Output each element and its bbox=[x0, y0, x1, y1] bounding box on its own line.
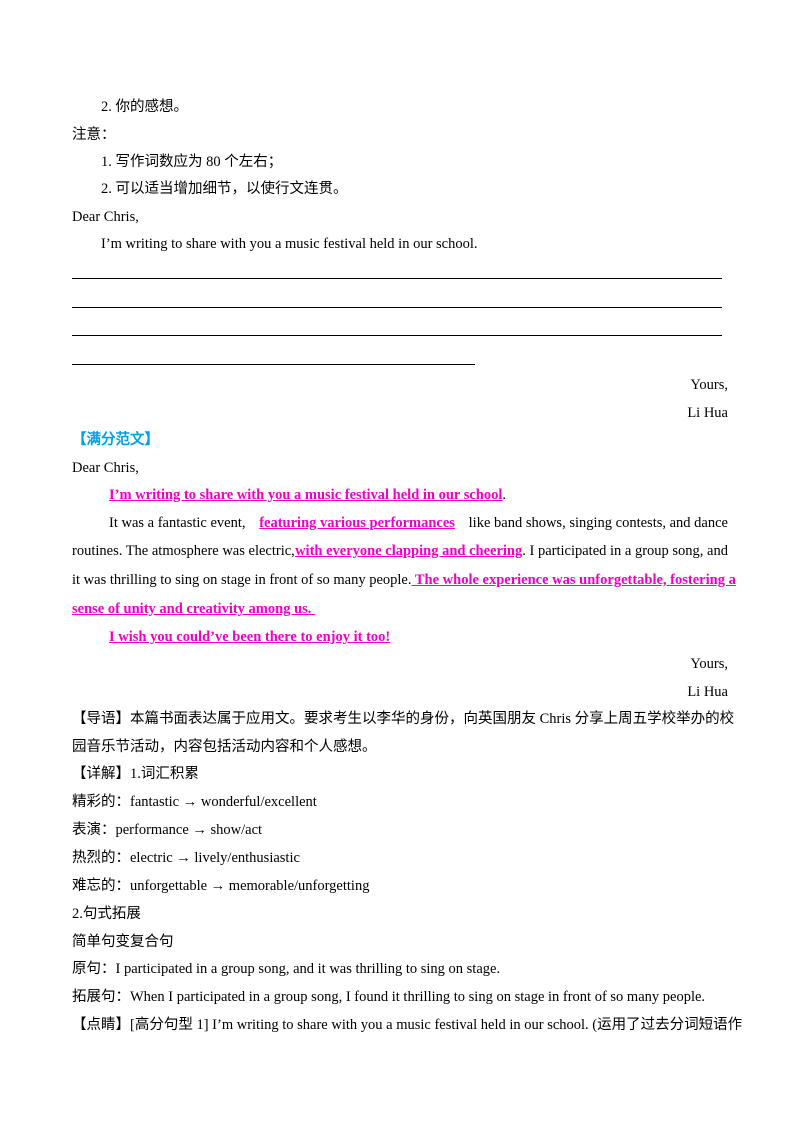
writing-line bbox=[72, 278, 722, 279]
vocab-item: 表演：performance → show/act bbox=[72, 822, 263, 838]
writing-line bbox=[72, 335, 722, 336]
model-line-2: It was a fantastic event, featuring vari… bbox=[109, 515, 728, 531]
guide-line-1: 【导语】本篇书面表达属于应用文。要求考生以李华的身份，向英国朋友 Chris 分… bbox=[72, 711, 735, 727]
highlight-phrase: sense of unity and creativity among us. bbox=[72, 601, 316, 617]
model-salutation: Dear Chris, bbox=[72, 460, 139, 476]
highlight-phrase: with everyone clapping and cheering bbox=[295, 543, 523, 559]
highlight-phrase: I’m writing to share with you a music fe… bbox=[109, 487, 503, 503]
section-2-heading: 2.句式拓展 bbox=[72, 906, 141, 922]
writing-line bbox=[72, 307, 722, 308]
model-closing-sentence: I wish you could’ve been there to enjoy … bbox=[109, 628, 390, 646]
note-item-1: 1. 写作词数应为 80 个左右； bbox=[101, 154, 283, 170]
vocab-item: 精彩的：fantastic → wonderful/excellent bbox=[72, 794, 317, 810]
vocab-item: 热烈的：electric → lively/enthusiastic bbox=[72, 850, 300, 866]
expanded-sentence: 拓展句：When I participated in a group song,… bbox=[72, 989, 706, 1005]
model-signature: Li Hua bbox=[687, 684, 728, 700]
note-item-2: 2. 可以适当增加细节，以使行文连贯。 bbox=[101, 181, 348, 197]
original-sentence: 原句：I participated in a group song, and i… bbox=[72, 961, 501, 977]
task-item-2: 2. 你的感想。 bbox=[101, 99, 188, 115]
vocab-item: 难忘的：unforgettable → memorable/unforgetti… bbox=[72, 878, 370, 894]
letter-opening: I’m writing to share with you a music fe… bbox=[101, 236, 478, 252]
highlight-phrase: featuring various performances bbox=[259, 515, 455, 531]
model-line-4: it was thrilling to sing on stage in fro… bbox=[72, 572, 736, 588]
model-closing: Yours, bbox=[690, 656, 728, 672]
guide-line-2: 园音乐节活动，内容包括活动内容和个人感想。 bbox=[72, 739, 377, 755]
letter-salutation: Dear Chris, bbox=[72, 209, 139, 225]
letter-signature: Li Hua bbox=[687, 405, 728, 421]
writing-line bbox=[72, 364, 475, 365]
letter-closing: Yours, bbox=[690, 377, 728, 393]
model-line-3: routines. The atmosphere was electric, w… bbox=[72, 543, 728, 559]
highlight-phrase: The whole experience was unforgettable, … bbox=[411, 572, 736, 588]
model-essay-heading: 【满分范文】 bbox=[72, 432, 159, 448]
section-2-subheading: 简单句变复合句 bbox=[72, 934, 174, 950]
model-sentence-1: I’m writing to share with you a music fe… bbox=[109, 487, 507, 503]
highlight-phrase: I wish you could’ve been there to enjoy … bbox=[109, 629, 391, 645]
highlight-note: 【点睛】[高分句型 1] I’m writing to share with y… bbox=[72, 1017, 743, 1033]
note-heading: 注意： bbox=[72, 127, 116, 143]
detail-heading: 【详解】1.词汇积累 bbox=[72, 766, 199, 782]
model-line-5: sense of unity and creativity among us. bbox=[72, 600, 315, 618]
